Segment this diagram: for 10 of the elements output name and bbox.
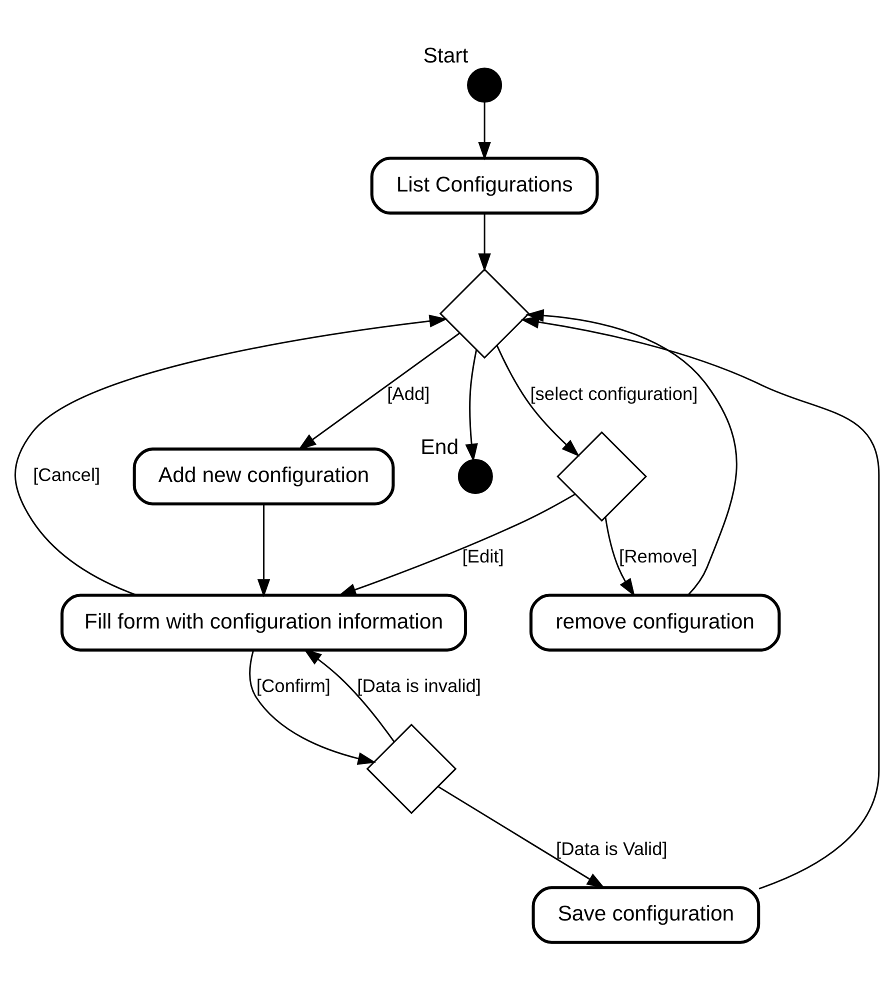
edge-label: [Cancel] xyxy=(32,464,100,485)
node-label: End xyxy=(420,434,458,458)
edge-label: [select configuration] xyxy=(530,382,698,404)
edge-label: [Edit] xyxy=(462,545,504,566)
edge-label: [Add] xyxy=(386,382,430,404)
edge-label: [Data is invalid] xyxy=(356,674,481,696)
edge-label: [Remove] xyxy=(618,545,697,566)
edge-label: [Confirm] xyxy=(256,674,330,696)
node-label: Start xyxy=(422,43,468,68)
edge-label: [Data is Valid] xyxy=(556,838,667,859)
